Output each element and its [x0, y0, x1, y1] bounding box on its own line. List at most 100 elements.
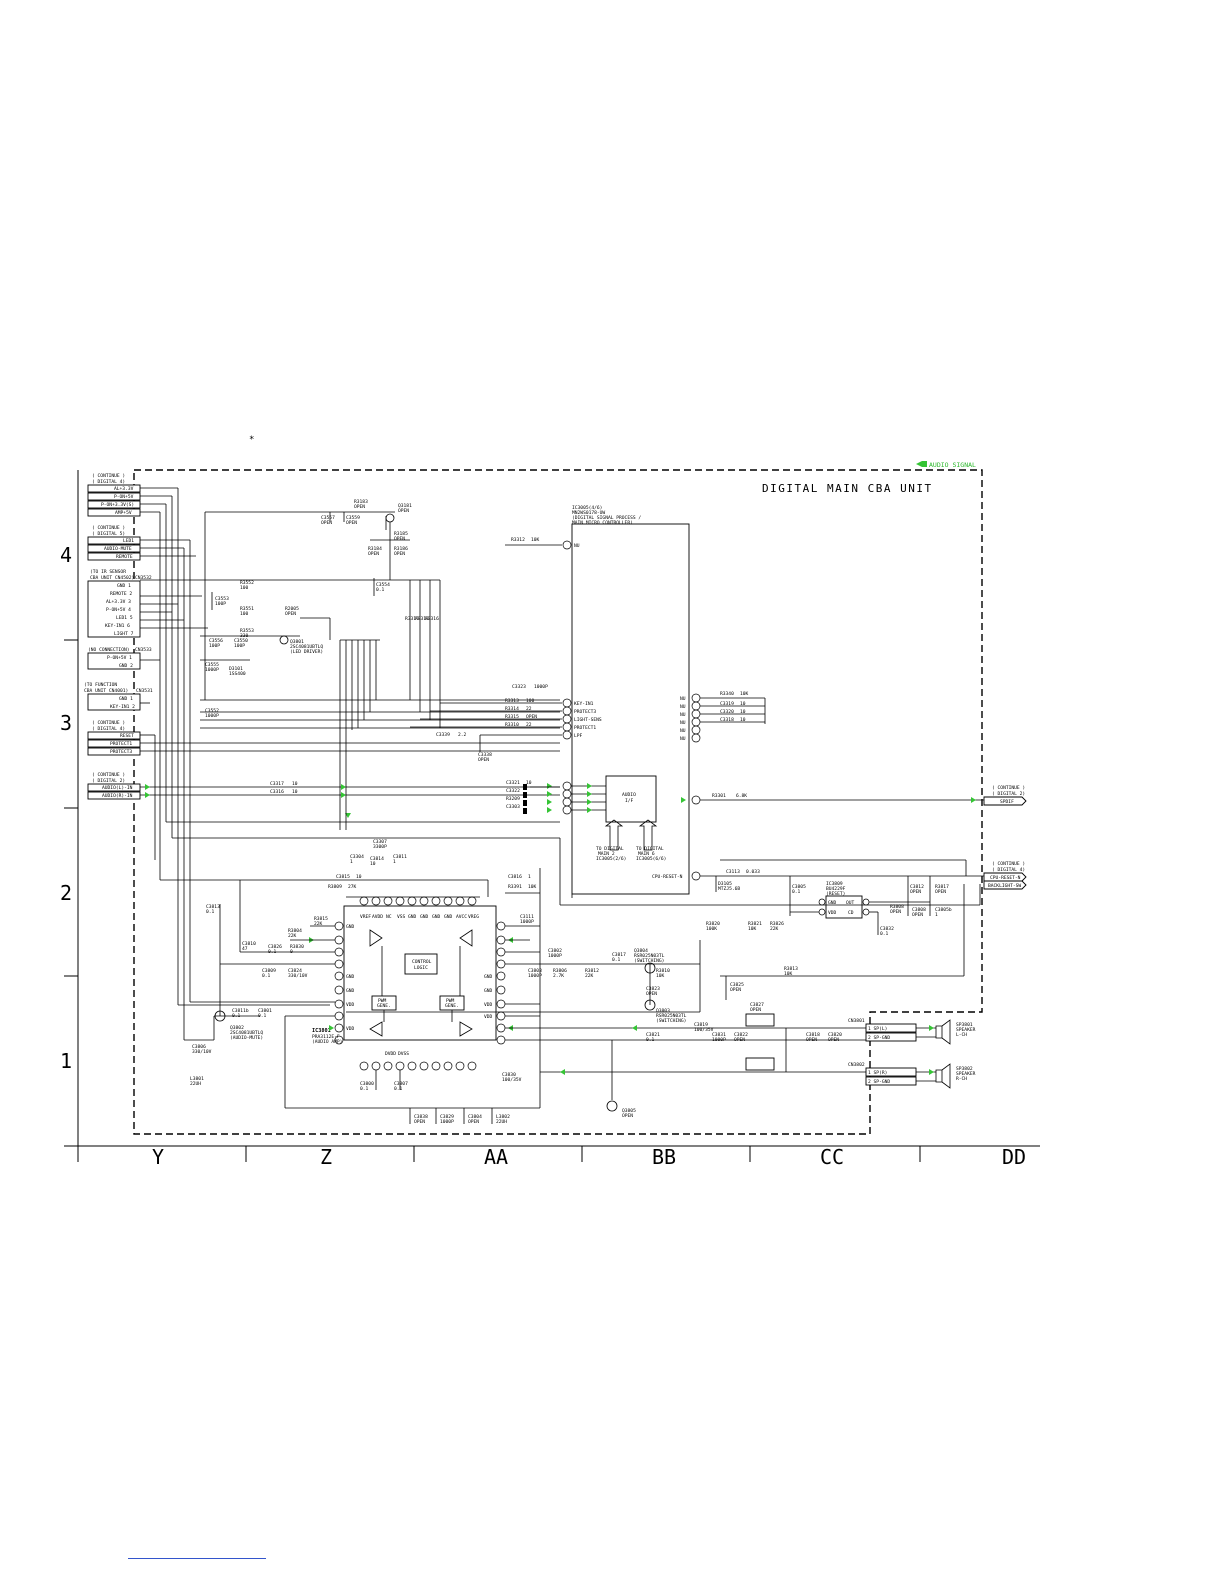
connector-al33v[interactable] [87, 484, 141, 493]
svg-text:22K: 22K [288, 933, 297, 939]
svg-text:2.2: 2.2 [458, 732, 467, 738]
svg-text:OPEN: OPEN [321, 520, 332, 526]
svg-text:1000P: 1000P [528, 973, 542, 979]
svg-text:R3185: R3185 [394, 531, 408, 537]
svg-text:1000P: 1000P [548, 953, 562, 959]
svg-text:GND 2: GND 2 [119, 663, 133, 669]
svg-text:C3111: C3111 [520, 914, 534, 920]
svg-text:R3184: R3184 [368, 546, 382, 552]
svg-text:AUDIO(R)-IN: AUDIO(R)-IN [102, 793, 133, 799]
connector-remote[interactable] [87, 552, 141, 561]
svg-text:Q3802: Q3802 [230, 1025, 244, 1031]
svg-text:100/35V: 100/35V [694, 1027, 714, 1033]
svg-text:(RESET): (RESET) [826, 891, 845, 897]
svg-text:C3830: C3830 [502, 1072, 516, 1078]
svg-text:RSR025N03TL: RSR025N03TL [656, 1013, 687, 1019]
svg-text:100: 100 [526, 698, 535, 704]
svg-text:P-ON+5V 4: P-ON+5V 4 [106, 607, 131, 613]
top-left-components: R3183 OPEN Q3181 OPEN C3557 OPEN C3559 O… [204, 499, 412, 719]
svg-text:D3101: D3101 [229, 666, 243, 672]
svg-text:VREG: VREG [468, 914, 479, 920]
connector-audio-r-in[interactable] [87, 791, 141, 800]
svg-text:R3813: R3813 [784, 966, 798, 972]
svg-text:PROTECT3: PROTECT3 [110, 749, 132, 755]
left-bus-wires [140, 487, 560, 1040]
svg-text:OPEN: OPEN [828, 1037, 839, 1043]
svg-text:C3812: C3812 [910, 884, 924, 890]
svg-text:PROTECT1: PROTECT1 [574, 725, 596, 731]
svg-text:100P: 100P [209, 643, 220, 649]
svg-text:C3550: C3550 [234, 638, 248, 644]
column-label-dd: DD [1002, 1145, 1026, 1169]
svg-text:P-ON+5V 1: P-ON+5V 1 [107, 655, 132, 661]
svg-text:LED1: LED1 [123, 538, 134, 544]
svg-text:AUDIO(L)-IN: AUDIO(L)-IN [102, 785, 133, 791]
svg-text:R3316: R3316 [425, 616, 439, 622]
svg-text:6.8K: 6.8K [736, 793, 747, 799]
connector-protect1[interactable] [87, 739, 141, 748]
svg-text:C3553: C3553 [215, 596, 229, 602]
svg-text:0.1: 0.1 [792, 889, 801, 895]
svg-text:R3340: R3340 [720, 691, 734, 697]
svg-text:1: 1 [935, 912, 938, 918]
svg-text:10: 10 [740, 709, 746, 715]
svg-text:1000P: 1000P [205, 713, 219, 719]
connector-pon33v[interactable] [87, 500, 141, 509]
column-label-y: Y [152, 1145, 164, 1169]
svg-text:L3802: L3802 [496, 1114, 510, 1120]
svg-text:NU: NU [680, 696, 686, 702]
svg-text:C3557: C3557 [321, 515, 335, 521]
connector-spdif[interactable] [983, 796, 1027, 806]
svg-text:C3552: C3552 [205, 708, 219, 714]
svg-text:NC: NC [386, 914, 392, 920]
connector-pon5v[interactable] [87, 492, 141, 501]
svg-text:22: 22 [526, 722, 532, 728]
connector-protect3[interactable] [87, 747, 141, 756]
svg-text:C3804: C3804 [468, 1114, 482, 1120]
svg-text:GND 1: GND 1 [117, 583, 131, 589]
svg-text:OPEN: OPEN [890, 909, 901, 915]
svg-text:R3186: R3186 [394, 546, 408, 552]
connector-led1[interactable] [87, 536, 141, 545]
svg-text:C3318: C3318 [720, 717, 734, 723]
svg-text:GND 1: GND 1 [119, 696, 133, 702]
svg-text:CN3532: CN3532 [135, 575, 152, 581]
page-footer-link[interactable] [128, 1558, 266, 1559]
svg-text:OPEN: OPEN [394, 551, 405, 557]
svg-text:AMP+5V: AMP+5V [115, 510, 132, 516]
connector-amp5v[interactable] [87, 508, 141, 517]
svg-text:VREF: VREF [360, 914, 371, 920]
connector-cpu-reset[interactable] [983, 872, 1027, 882]
svg-text:C3815: C3815 [336, 874, 350, 880]
connector-backlight[interactable] [983, 880, 1027, 890]
svg-text:R3815: R3815 [314, 916, 328, 922]
svg-text:PWM: PWM [446, 998, 455, 1004]
svg-text:GND: GND [484, 988, 493, 994]
connector-reset[interactable] [87, 731, 141, 740]
svg-text:C3556: C3556 [209, 638, 223, 644]
svg-text:R3313: R3313 [505, 698, 519, 704]
svg-text:100/35V: 100/35V [502, 1077, 522, 1083]
svg-text:(NO CONNECTION): (NO CONNECTION) [88, 647, 130, 653]
row-label-1: 1 [60, 1049, 72, 1073]
svg-text:GENE.: GENE. [445, 1003, 459, 1009]
svg-text:OPEN: OPEN [912, 912, 923, 918]
svg-text:10K: 10K [656, 973, 665, 979]
connector-audio-mute[interactable] [87, 544, 141, 553]
svg-text:0.1: 0.1 [612, 957, 621, 963]
svg-text:LPF: LPF [574, 733, 583, 739]
svg-text:R3312: R3312 [511, 537, 525, 543]
svg-text:GND: GND [444, 914, 453, 920]
svg-text:( DIGITAL 4): ( DIGITAL 4) [92, 479, 125, 485]
svg-text:1000P: 1000P [440, 1119, 454, 1125]
resistor-ladder: R3319 R3318 R3316 [339, 580, 441, 830]
svg-text:KEY-IN1 2: KEY-IN1 2 [110, 704, 135, 710]
svg-text:100: 100 [240, 611, 249, 617]
connector-audio-l-in[interactable] [87, 783, 141, 792]
svg-text:VDD: VDD [828, 910, 837, 916]
svg-text:0.1: 0.1 [376, 587, 385, 593]
svg-text:VDD: VDD [484, 1014, 493, 1020]
svg-text:C3338: C3338 [478, 752, 492, 758]
svg-text:Q3803: Q3803 [656, 1008, 670, 1014]
svg-text:PRA3112E-F: PRA3112E-F [312, 1034, 340, 1040]
